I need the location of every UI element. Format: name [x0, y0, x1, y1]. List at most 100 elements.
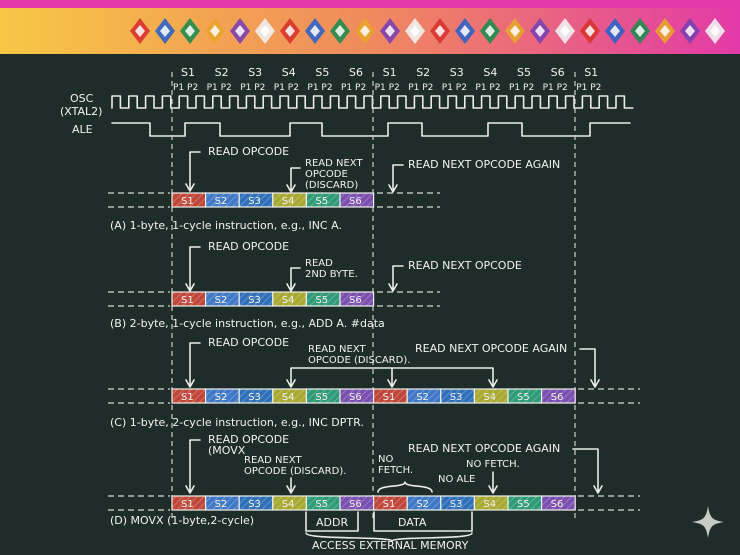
state-cell-label: S6 — [349, 392, 362, 403]
state-cell-label: S4 — [282, 295, 295, 306]
d-read-line1: READ OPCODE — [208, 433, 289, 446]
state-label: S5 — [315, 66, 329, 79]
embroidery-motif — [355, 18, 375, 44]
a-next-line3: (DISCARD) — [305, 180, 358, 191]
b-caption: (B) 2-byte, 1-cycle instruction, e.g., A… — [110, 317, 385, 330]
d-no-fetch-line2: FETCH. — [378, 465, 413, 476]
phase-label: P1 P2 — [576, 83, 601, 93]
state-cell: S5 — [305, 291, 341, 307]
a-again: READ NEXT OPCODE AGAIN — [408, 158, 560, 171]
embroidery-motif — [630, 18, 650, 44]
ale-waveform — [111, 122, 631, 137]
sparkle-icon — [692, 506, 724, 538]
a-read-opcode: READ OPCODE — [208, 145, 289, 158]
d-no-fetch2: NO FETCH. — [466, 459, 520, 470]
embroidery-motif — [705, 18, 725, 44]
state-cell-label: S2 — [215, 196, 228, 207]
state-cell-label: S1 — [383, 392, 396, 403]
state-cell-label: S2 — [416, 499, 429, 510]
phase-label: P1 P2 — [543, 83, 568, 93]
embroidery-motif — [480, 18, 500, 44]
state-cell: S4 — [272, 388, 307, 404]
state-cell-label: S4 — [282, 196, 295, 207]
state-cell-label: S5 — [315, 196, 328, 207]
b-next: READ NEXT OPCODE — [408, 259, 522, 272]
state-label: S1 — [584, 66, 598, 79]
state-cell-label: S2 — [416, 392, 429, 403]
d-data-bracket — [373, 511, 473, 532]
state-label: S2 — [215, 66, 229, 79]
state-cell: S4 — [272, 495, 307, 511]
embroidery-motif — [180, 18, 200, 44]
d-addr: ADDR — [316, 516, 348, 529]
d-caption: (D) MOVX (1-byte,2-cycle) — [110, 514, 254, 527]
state-cell: S2 — [205, 388, 240, 404]
c-read-opcode: READ OPCODE — [208, 336, 289, 349]
phase-label: P1 P2 — [375, 83, 400, 93]
state-cell: S4 — [272, 192, 307, 208]
c-again-arrow — [579, 348, 600, 388]
state-cell-label: S5 — [517, 392, 530, 403]
state-cell-label: S3 — [248, 392, 261, 403]
state-cell-label: S3 — [450, 499, 463, 510]
state-cell: S2 — [406, 388, 442, 404]
section-d: READ OPCODE (MOVX READ NEXT OPCODE (DISC… — [108, 433, 640, 552]
phase-label: P1 P2 — [240, 83, 265, 93]
d-access-brace — [305, 532, 473, 542]
state-cell: S6 — [339, 388, 375, 404]
d-access: ACCESS EXTERNAL MEMORY — [312, 539, 469, 552]
state-cell-label: S4 — [282, 392, 295, 403]
state-cell-label: S5 — [517, 499, 530, 510]
state-cell-label: S5 — [315, 295, 328, 306]
b-read-line2: 2ND BYTE. — [305, 269, 358, 280]
d-no-fetch-arrow — [488, 471, 498, 494]
state-cell-label: S1 — [383, 499, 396, 510]
embroidery-motif — [205, 18, 225, 44]
c-next-line1: READ NEXT — [308, 344, 366, 355]
d-read-line2: (MOVX — [208, 444, 246, 457]
state-cell: S1 — [373, 388, 408, 404]
state-label: S6 — [349, 66, 363, 79]
state-cell: S4 — [473, 388, 509, 404]
c-caption: (C) 1-byte, 2-cycle instruction, e.g., I… — [110, 416, 364, 429]
section-a: READ OPCODE READ NEXT OPCODE (DISCARD) R… — [108, 145, 560, 232]
embroidery-motif — [280, 18, 300, 44]
state-cell: S2 — [406, 495, 442, 511]
d-read-arrow — [185, 439, 201, 494]
d-no-fetch-line1: NO — [378, 454, 393, 465]
state-cell: S3 — [238, 388, 274, 404]
state-label: S3 — [248, 66, 262, 79]
state-cell-label: S4 — [483, 499, 496, 510]
embroidery-motif — [605, 18, 625, 44]
state-cell: S1 — [373, 495, 408, 511]
state-cell-label: S6 — [349, 295, 362, 306]
embroidery-motif — [655, 18, 675, 44]
phase-label: P1 P2 — [442, 83, 467, 93]
state-label: S2 — [416, 66, 430, 79]
d-next-line1: READ NEXT — [244, 455, 302, 466]
state-cell: S3 — [440, 388, 475, 404]
b-read-line1: READ — [305, 258, 333, 269]
phase-label: P1 P2 — [475, 83, 500, 93]
state-label: S3 — [450, 66, 464, 79]
a-caption: (A) 1-byte, 1-cycle instruction, e.g., I… — [110, 219, 342, 232]
b-next-arrow — [388, 265, 404, 292]
state-cell: S5 — [305, 495, 341, 511]
state-label: S5 — [517, 66, 531, 79]
a-read-arrow — [185, 151, 201, 192]
state-cell-label: S6 — [551, 499, 564, 510]
state-cell: S5 — [305, 192, 341, 208]
embroidery-motif — [330, 18, 350, 44]
phase-label: P1 P2 — [173, 83, 198, 93]
osc-label: OSC — [70, 92, 94, 105]
embroidery-motif — [230, 18, 250, 44]
state-cell-label: S6 — [349, 499, 362, 510]
c-next-line2: OPCODE (DISCARD). — [308, 355, 410, 366]
state-cell: S6 — [339, 192, 375, 208]
b-read-arrow — [185, 246, 201, 292]
phase-label: P1 P2 — [307, 83, 332, 93]
embroidery-motif — [255, 18, 275, 44]
state-cell: S4 — [272, 291, 307, 307]
